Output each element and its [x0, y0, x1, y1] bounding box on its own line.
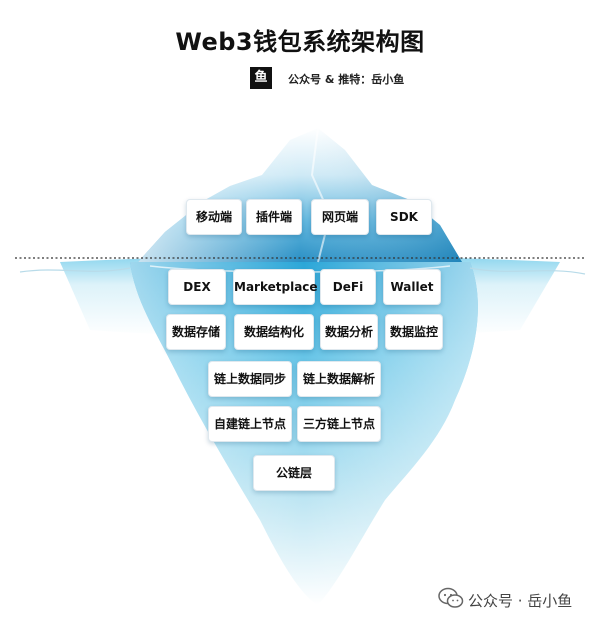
layer-box-self-hosted-node: 自建链上节点	[208, 406, 292, 442]
layer-box-dex: DEX	[168, 269, 226, 305]
layer-box-web: 网页端	[311, 199, 369, 235]
layer-box-marketplace: Marketplace	[233, 269, 318, 305]
layer-box-data-storage: 数据存储	[166, 314, 226, 350]
diagram-title: Web3钱包系统架构图	[175, 28, 425, 56]
layer-box-onchain-parsing: 链上数据解析	[297, 361, 381, 397]
layer-box-data-analysis: 数据分析	[320, 314, 378, 350]
wechat-icon	[438, 587, 464, 608]
author-credit: 公众号 & 推特：岳小鱼	[288, 73, 405, 86]
iceberg-tip-shade	[138, 128, 462, 262]
layer-box-mobile: 移动端	[186, 199, 242, 235]
layer-box-wallet: Wallet	[383, 269, 441, 305]
layer-box-onchain-sync: 链上数据同步	[208, 361, 292, 397]
wave-left	[19, 267, 131, 273]
layer-box-plugin: 插件端	[246, 199, 302, 235]
watermark-text: 公众号 · 岳小鱼	[468, 592, 573, 610]
layer-box-defi: DeFi	[320, 269, 376, 305]
layer-box-sdk: SDK	[376, 199, 432, 235]
author-badge: 鱼	[250, 67, 272, 89]
layer-box-data-monitoring: 数据监控	[385, 314, 443, 350]
wave-right	[469, 267, 586, 275]
layer-box-data-structuring: 数据结构化	[234, 314, 314, 350]
layer-box-public-chain: 公链层	[253, 455, 335, 491]
layer-box-third-party-node: 三方链上节点	[297, 406, 381, 442]
iceberg-tip-ridge	[310, 127, 332, 263]
